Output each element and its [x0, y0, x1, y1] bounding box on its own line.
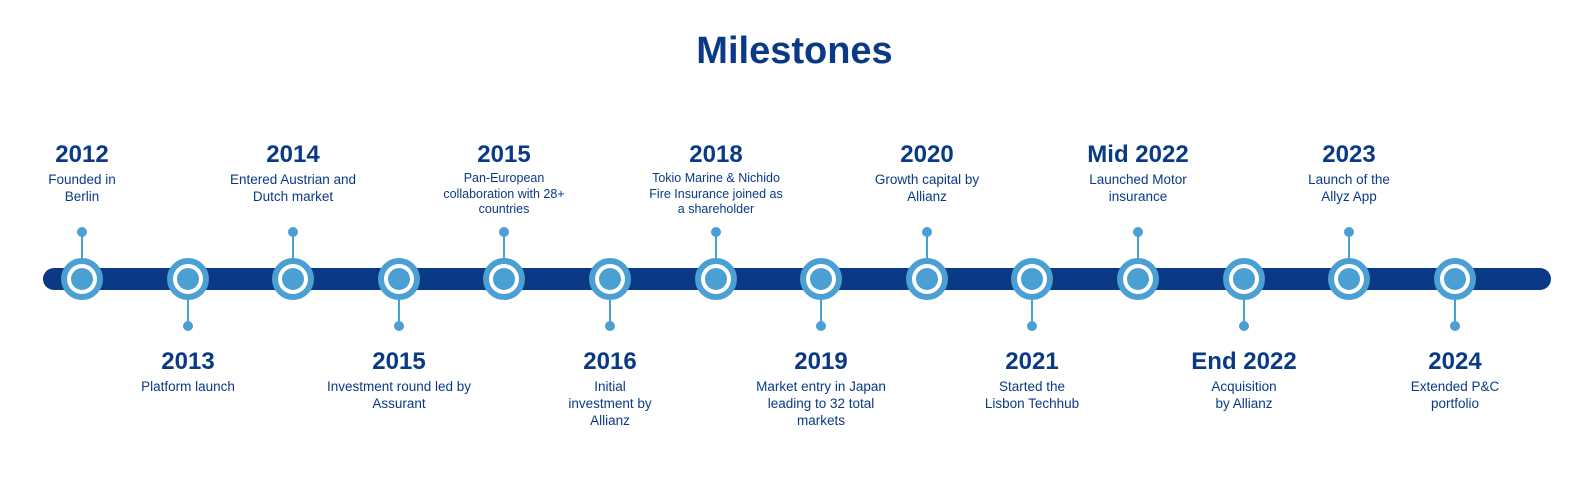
milestone-node [1328, 258, 1370, 300]
timeline-bar [43, 268, 1551, 290]
milestone-year: 2021 [1005, 348, 1059, 375]
milestone-node [378, 258, 420, 300]
milestone-node [589, 258, 631, 300]
milestone-dot [605, 321, 615, 331]
milestone-year: 2012 [55, 141, 109, 168]
milestone-dot [1344, 227, 1354, 237]
milestone-node [483, 258, 525, 300]
milestone-dot [1133, 227, 1143, 237]
milestone-year: 2013 [161, 348, 215, 375]
milestone-year: 2016 [583, 348, 637, 375]
page-title: Milestones [696, 30, 893, 72]
milestone-connector [1243, 300, 1245, 326]
milestone-dot [394, 321, 404, 331]
milestone-year: 2015 [477, 141, 531, 168]
milestone-dot [816, 321, 826, 331]
milestone-connector [503, 232, 505, 260]
milestone-dot [711, 227, 721, 237]
milestone-description: Platform launch [141, 379, 235, 394]
milestone-year: 2015 [372, 348, 426, 375]
milestone-connector [81, 232, 83, 260]
milestone-node [1117, 258, 1159, 300]
milestone-node [272, 258, 314, 300]
milestone-node [906, 258, 948, 300]
milestone-connector [187, 300, 189, 326]
milestone-connector [926, 232, 928, 260]
milestone-node [695, 258, 737, 300]
milestone-node [167, 258, 209, 300]
milestone-dot [77, 227, 87, 237]
milestone-year: 2018 [689, 141, 743, 168]
milestone-year: 2023 [1322, 141, 1376, 168]
milestone-dot [288, 227, 298, 237]
milestone-year: Mid 2022 [1087, 141, 1189, 168]
milestone-connector [1137, 232, 1139, 260]
milestone-node [1011, 258, 1053, 300]
milestone-node [1434, 258, 1476, 300]
milestone-node [61, 258, 103, 300]
milestone-year: 2019 [794, 348, 848, 375]
milestone-year: End 2022 [1191, 348, 1297, 375]
milestone-dot [1239, 321, 1249, 331]
milestone-dot [183, 321, 193, 331]
milestone-connector [1031, 300, 1033, 326]
milestone-dot [1450, 321, 1460, 331]
milestone-dot [922, 227, 932, 237]
milestone-connector [292, 232, 294, 260]
milestone-dot [499, 227, 509, 237]
milestone-dot [1027, 321, 1037, 331]
milestone-node [1223, 258, 1265, 300]
milestone-connector [398, 300, 400, 326]
milestone-connector [1454, 300, 1456, 326]
milestone-year: 2020 [900, 141, 954, 168]
milestone-node [800, 258, 842, 300]
milestone-year: 2014 [266, 141, 320, 168]
milestone-connector [715, 232, 717, 260]
milestone-year: 2024 [1428, 348, 1482, 375]
milestone-connector [820, 300, 822, 326]
milestone-connector [1348, 232, 1350, 260]
milestone-connector [609, 300, 611, 326]
